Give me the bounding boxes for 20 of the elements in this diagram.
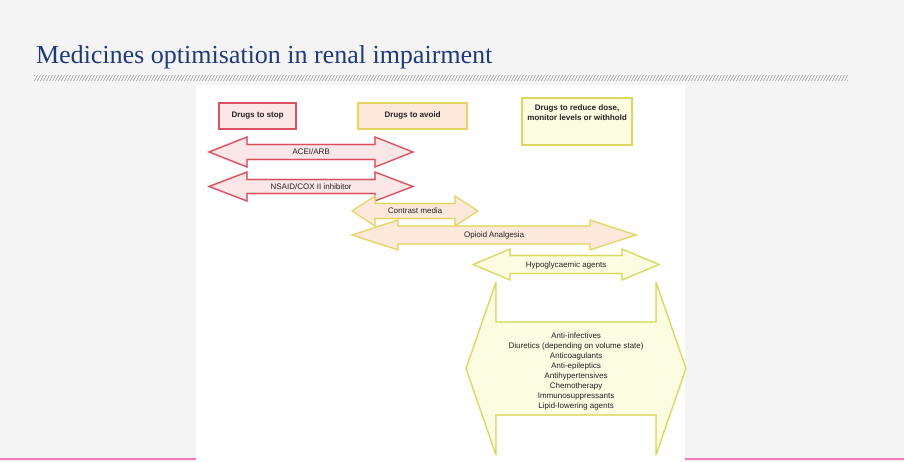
category-box [521,97,633,146]
drug-label: Chemotherapy [550,380,602,390]
drug-label: Contrast media [388,206,442,216]
drug-label: Opioid Analgesia [464,230,524,240]
drug-label: Immunosuppressants [538,390,614,400]
category-heading: Drugs to avoid [384,110,440,120]
slide-title: Medicines optimisation in renal impairment [36,40,492,70]
drug-label: Lipid-lowering agents [538,400,614,410]
drug-label: Diuretics (depending on volume state) [508,340,644,350]
drug-label: ACEI/ARB [292,147,330,157]
drug-label: Antihypertensives [544,370,608,380]
drug-label: NSAID/COX II inhibitor [270,182,352,192]
drug-label: Hypoglycaemic agents [526,260,606,270]
drug-label: Anti-epileptics [551,360,601,370]
category-heading: Drugs to reduce dose, monitor levels or withhold [526,103,628,123]
drug-label: Anti-infectives [551,330,601,340]
category-heading: Drugs to stop [232,110,284,120]
drug-label: Anticoagulants [550,350,602,360]
category-box [357,102,468,130]
category-box [218,102,297,130]
